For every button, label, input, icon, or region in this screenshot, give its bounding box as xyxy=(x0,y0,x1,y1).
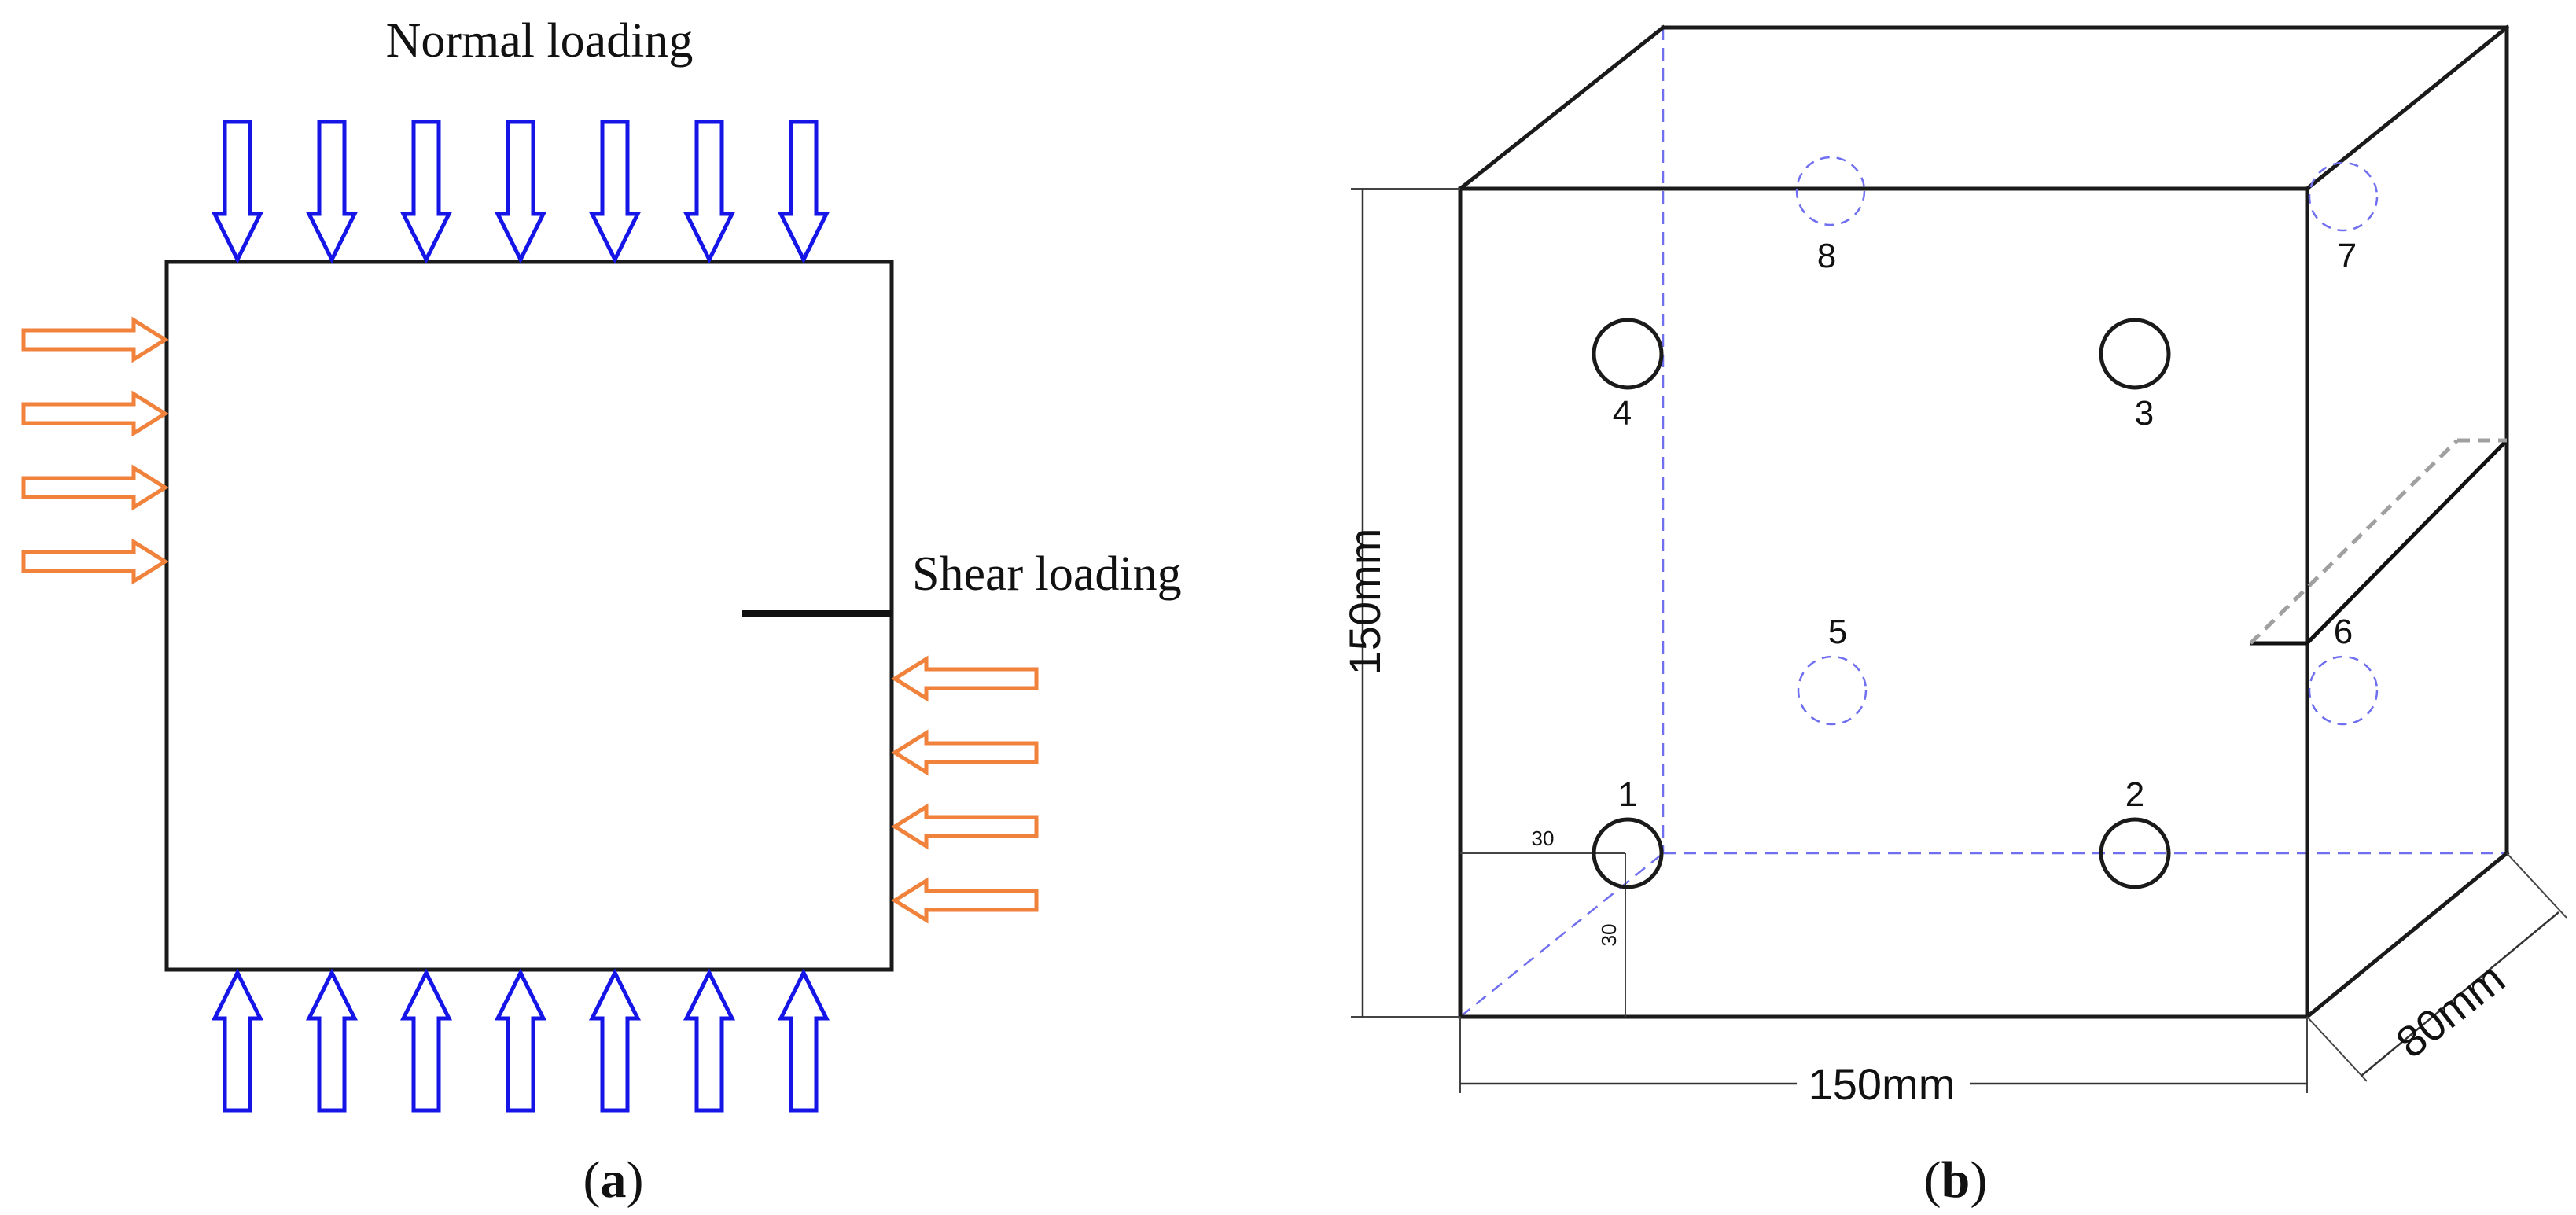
normal-arrow-bottom xyxy=(399,968,453,1113)
depth-extension-front xyxy=(2306,1016,2368,1082)
hole-7-label: 7 xyxy=(2338,237,2357,275)
shear-arrow-left xyxy=(21,316,169,363)
width-label: 150mm xyxy=(1809,1059,1956,1109)
shear-arrow-right xyxy=(891,803,1039,850)
height-dimension: 150mm xyxy=(1340,188,1460,1018)
shear-arrow-left xyxy=(21,390,169,437)
shear-arrow-right xyxy=(891,877,1039,924)
width-label-gap xyxy=(1797,1062,1970,1106)
hole-8-label: 8 xyxy=(1817,237,1836,275)
shear-loading-label: Shear loading xyxy=(912,547,1182,601)
normal-arrow-top xyxy=(588,120,642,264)
depth-dimension: 80mm xyxy=(2306,852,2567,1082)
cube-top-left-edge xyxy=(1457,24,1666,192)
normal-arrow-top xyxy=(777,120,830,264)
hole-offset-dimensions: 30 30 xyxy=(1460,827,1626,1017)
cube-top-right-edge xyxy=(2304,24,2510,192)
caption-b-letter: b xyxy=(1941,1151,1971,1209)
hole-2-label: 2 xyxy=(2125,775,2144,814)
hole-7: 7 xyxy=(2308,161,2379,275)
hole-6: 6 xyxy=(2308,613,2379,726)
normal-arrow-top xyxy=(399,120,453,264)
normal-arrow-bottom xyxy=(777,968,830,1113)
hole-5: 5 xyxy=(1797,613,1868,726)
normal-arrow-top xyxy=(683,120,736,264)
hole-6-label: 6 xyxy=(2334,613,2353,651)
width-dimension: 150mm xyxy=(1459,1017,2308,1109)
normal-arrow-top xyxy=(305,120,359,264)
normal-arrow-bottom xyxy=(211,968,264,1113)
panel-a: Normal loading Shear loading (a) xyxy=(21,14,1182,1209)
cube-front-face xyxy=(1458,186,2309,1019)
hole-4-label: 4 xyxy=(1613,394,1632,433)
panel-b: 150mm 150mm 80mm 30 30 1 xyxy=(1340,24,2567,1209)
hole-3-circle xyxy=(2099,318,2171,390)
cube-bottom-right-edge xyxy=(2304,850,2510,1020)
hidden-edge-depth-bottom-left xyxy=(1459,852,1664,1018)
depth-dimension-line xyxy=(2361,911,2559,1077)
normal-loading-label: Normal loading xyxy=(386,14,694,68)
normal-arrow-bottom xyxy=(305,968,359,1113)
normal-loading-arrows-top xyxy=(211,120,830,264)
shear-arrow-right xyxy=(891,655,1039,702)
hole-3: 3 xyxy=(2099,318,2171,433)
hole-1-label: 1 xyxy=(1618,775,1637,814)
hole-1: 1 xyxy=(1592,775,1664,889)
normal-arrow-bottom xyxy=(494,968,547,1113)
hole-7-circle xyxy=(2308,161,2379,232)
hole-2-circle xyxy=(2099,817,2171,889)
hole-2: 2 xyxy=(2099,775,2171,889)
height-label: 150mm xyxy=(1340,528,1389,676)
caption-a-letter: a xyxy=(601,1151,627,1209)
shear-arrow-right xyxy=(891,729,1039,776)
shear-loading-arrows-left xyxy=(21,316,169,585)
hole-5-circle xyxy=(1797,655,1868,726)
offset-y-label: 30 xyxy=(1597,924,1621,947)
caption-a: (a) xyxy=(583,1151,644,1209)
notch-hidden-diagonal xyxy=(2249,439,2459,645)
hole-4-circle xyxy=(1592,318,1664,390)
hole-3-label: 3 xyxy=(2135,394,2154,433)
shear-arrow-left xyxy=(21,538,169,585)
hole-4: 4 xyxy=(1592,318,1664,433)
normal-loading-arrows-bottom xyxy=(211,968,830,1113)
normal-arrow-bottom xyxy=(683,968,736,1113)
notch-diagonal-edge xyxy=(2306,439,2508,645)
hole-1-circle xyxy=(1592,817,1664,889)
normal-arrow-bottom xyxy=(588,968,642,1113)
offset-x-label: 30 xyxy=(1532,827,1555,850)
shear-arrow-left xyxy=(21,464,169,511)
notch-slot xyxy=(2249,438,2508,646)
hole-5-label: 5 xyxy=(1828,613,1847,651)
hole-8-circle xyxy=(1795,156,1866,226)
depth-extension-back xyxy=(2506,852,2567,919)
caption-b: (b) xyxy=(1924,1151,1988,1209)
shear-loading-arrows-right xyxy=(891,655,1039,924)
hole-8: 8 xyxy=(1795,156,1866,275)
normal-arrow-top xyxy=(211,120,264,264)
normal-arrow-top xyxy=(494,120,547,264)
depth-label: 80mm xyxy=(2386,953,2513,1067)
hole-6-circle xyxy=(2308,655,2379,726)
